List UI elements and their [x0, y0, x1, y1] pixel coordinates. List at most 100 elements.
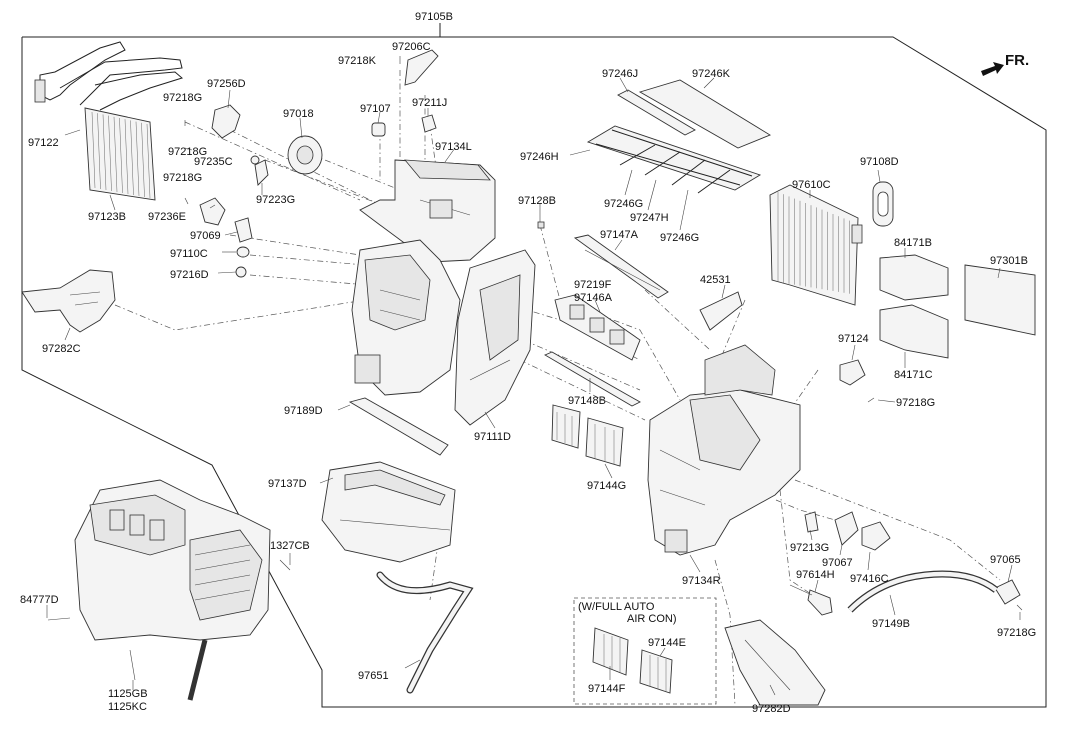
part-84171-pads: [879, 254, 949, 359]
part-97282d-duct: [724, 619, 826, 706]
callout-97282c: 97282C: [42, 343, 81, 355]
part-97134l-case: [359, 159, 496, 263]
callout-97137d: 97137D: [268, 478, 307, 490]
callout-97219f: 97219F: [574, 279, 612, 291]
part-97301b: [964, 264, 1036, 336]
core-fin: [130, 120, 134, 196]
callout-97247h: 97247H: [630, 212, 669, 224]
option-box: [573, 597, 717, 705]
callout-97128b: 97128B: [518, 195, 556, 207]
callout-97134l: 97134L: [435, 141, 472, 153]
callout-97147a: 97147A: [600, 229, 639, 241]
option-label-line2: AIR CON): [627, 613, 677, 625]
core-fin: [146, 123, 151, 199]
part-97123b-heater-core: [84, 107, 156, 201]
front-arrow-icon: [981, 62, 1004, 76]
callout-97216d: 97216D: [170, 269, 209, 281]
callout-97614h: 97614H: [796, 569, 835, 581]
callout-97146a: 97146A: [574, 292, 613, 304]
core-fin: [119, 117, 123, 194]
callout-97416c: 97416C: [850, 573, 889, 585]
callout-97256d: 97256D: [207, 78, 246, 90]
callout-97206c: 97206C: [392, 41, 431, 53]
part-42531: [699, 291, 743, 331]
part-97146a-doors: [554, 294, 641, 361]
callout-97218k: 97218K: [338, 55, 377, 67]
callout-97246h: 97246H: [520, 151, 559, 163]
part-97128b-clip: [537, 221, 545, 229]
callout-1125kc: 1125KC: [108, 701, 147, 713]
part-97137d-tray: [321, 461, 456, 563]
core-fin: [113, 116, 118, 193]
callout-97122: 97122: [28, 137, 59, 149]
callout-97246k: 97246K: [692, 68, 731, 80]
callout-labels: 97105B FR. 97122 97123B 97218G 97256D 97…: [20, 11, 1036, 715]
option-label-line1: (W/FULL AUTO: [578, 601, 655, 613]
callout-97065: 97065: [990, 554, 1021, 566]
callout-97246g-a: 97246G: [604, 198, 643, 210]
part-97282c-duct: [21, 269, 116, 333]
callout-97144g: 97144G: [587, 480, 626, 492]
callout-97213g: 97213G: [790, 542, 829, 554]
callout-97123b: 97123B: [88, 211, 126, 223]
callout-97218g-a: 97218G: [163, 92, 202, 104]
callout-84171b: 84171B: [894, 237, 932, 249]
callout-97144f: 97144F: [588, 683, 626, 695]
callout-97069: 97069: [190, 230, 221, 242]
leader-lines: [46, 77, 1021, 696]
part-97189d: [348, 397, 449, 456]
callout-97108d: 97108D: [860, 156, 899, 168]
callout-97218g-e: 97218G: [997, 627, 1036, 639]
callout-97018: 97018: [283, 108, 314, 120]
callout-97111d: 97111D: [474, 431, 511, 443]
callout-97189d: 97189D: [284, 405, 323, 417]
callout-97651: 97651: [358, 670, 389, 682]
part-97134r-housing: [647, 344, 801, 556]
front-direction-label: FR.: [1005, 52, 1029, 69]
callout-97067: 97067: [822, 557, 853, 569]
assembly-number-label: 97105B: [415, 11, 453, 23]
part-97122-pipes: [34, 41, 184, 111]
part-left-housing: [351, 239, 461, 396]
callout-97223g: 97223G: [256, 194, 295, 206]
assembled-hvac-unit: [47, 479, 291, 701]
callout-97124: 97124: [838, 333, 869, 345]
callout-97134r: 97134R: [682, 575, 721, 587]
callout-97110c: 97110C: [170, 248, 208, 260]
callout-84171c: 84171C: [894, 369, 933, 381]
small-parts-left: [184, 104, 269, 278]
callout-97610c: 97610C: [792, 179, 831, 191]
callout-97218g-b: 97218G: [168, 146, 207, 158]
callout-97149b: 97149B: [872, 618, 910, 630]
callout-1125gb: 1125GB: [108, 688, 148, 700]
callout-97218g-d: 97218G: [896, 397, 935, 409]
core-fin: [108, 115, 112, 192]
callout-97282d: 97282D: [752, 703, 791, 715]
core-fin: [135, 121, 140, 197]
callout-84777d: 84777D: [20, 594, 59, 606]
callout-1327cb: 1327CB: [270, 540, 310, 552]
callout-97211j: 97211J: [412, 97, 447, 109]
part-97610c-evaporator: [769, 184, 863, 306]
callout-97236e: 97236E: [148, 211, 186, 223]
part-97144f-97144e: [592, 627, 673, 694]
part-97111d-plate: [454, 249, 536, 426]
part-97148b-rod: [544, 351, 641, 407]
part-97246-seals: [586, 79, 771, 194]
part-97147a-damper: [573, 234, 669, 299]
part-97144g-filters: [551, 404, 624, 467]
core-fin: [141, 122, 145, 198]
part-97124: [839, 359, 866, 386]
core-fin: [97, 113, 101, 190]
part-97018-motor: [287, 135, 323, 175]
callout-42531: 42531: [700, 274, 731, 286]
callout-97301b: 97301B: [990, 255, 1028, 267]
part-97108d-seal: [872, 181, 894, 227]
callout-97107: 97107: [360, 103, 391, 115]
small-parts-right: [789, 511, 1023, 616]
core-fin: [102, 114, 107, 191]
assembly-frame: [21, 36, 1047, 708]
callout-97235c: 97235C: [194, 156, 233, 168]
